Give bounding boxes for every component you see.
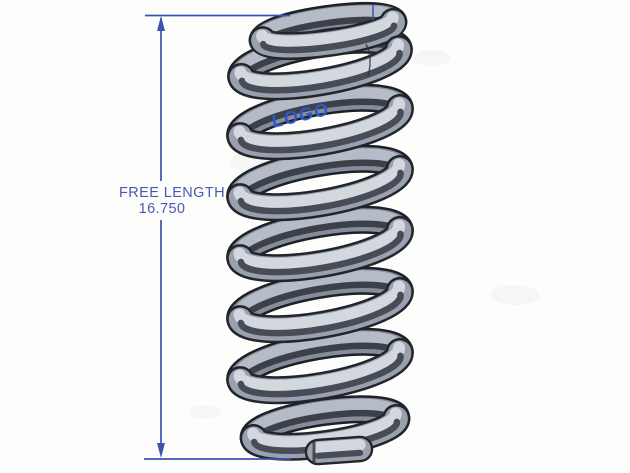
- free-length-label: FREE LENGTH: [119, 185, 225, 201]
- coil: [226, 276, 414, 344]
- coil-front-strand: [259, 22, 398, 54]
- coil: [226, 215, 414, 283]
- scan-smudge: [414, 50, 450, 66]
- coil-back-strand: [233, 148, 405, 199]
- coil-front-strand: [256, 11, 399, 48]
- coil-front-strand: [237, 230, 404, 276]
- top-coil-seam: [365, 43, 371, 77]
- coil-front-strand: [237, 169, 404, 215]
- coil-spring-image: [226, 1, 414, 466]
- coil: [227, 35, 413, 101]
- coil-front-strand: [312, 439, 366, 454]
- coil-front-strand: [233, 219, 405, 270]
- coil-front-strand: [237, 108, 404, 154]
- free-length-value: 16.750: [138, 201, 186, 217]
- coil-front-strand: [238, 49, 403, 94]
- coil-back-strand: [233, 331, 405, 382]
- coil: [248, 7, 408, 61]
- coil-front-strand: [237, 291, 404, 337]
- coil-back-strand: [233, 270, 405, 321]
- coil-front-strand: [233, 341, 405, 392]
- coil: [226, 337, 414, 405]
- coil-front-strand: [234, 38, 405, 88]
- coil-front-strand: [233, 97, 405, 148]
- free-length-dimension: [144, 5, 374, 460]
- coil-front-strand: [237, 352, 404, 398]
- coil: [226, 154, 414, 222]
- arrowhead-up: [157, 16, 165, 31]
- coil-front-strand: [314, 449, 364, 459]
- coil: [226, 93, 414, 161]
- scan-smudge: [189, 405, 221, 419]
- coil-front-strand: [233, 158, 405, 209]
- coil-back-strand: [233, 209, 405, 260]
- coil-back-strand: [233, 87, 405, 138]
- arrowhead-down: [157, 443, 165, 458]
- spring-bottom-end: [304, 435, 374, 466]
- coil-front-strand: [233, 280, 405, 331]
- scan-smudge: [491, 285, 539, 305]
